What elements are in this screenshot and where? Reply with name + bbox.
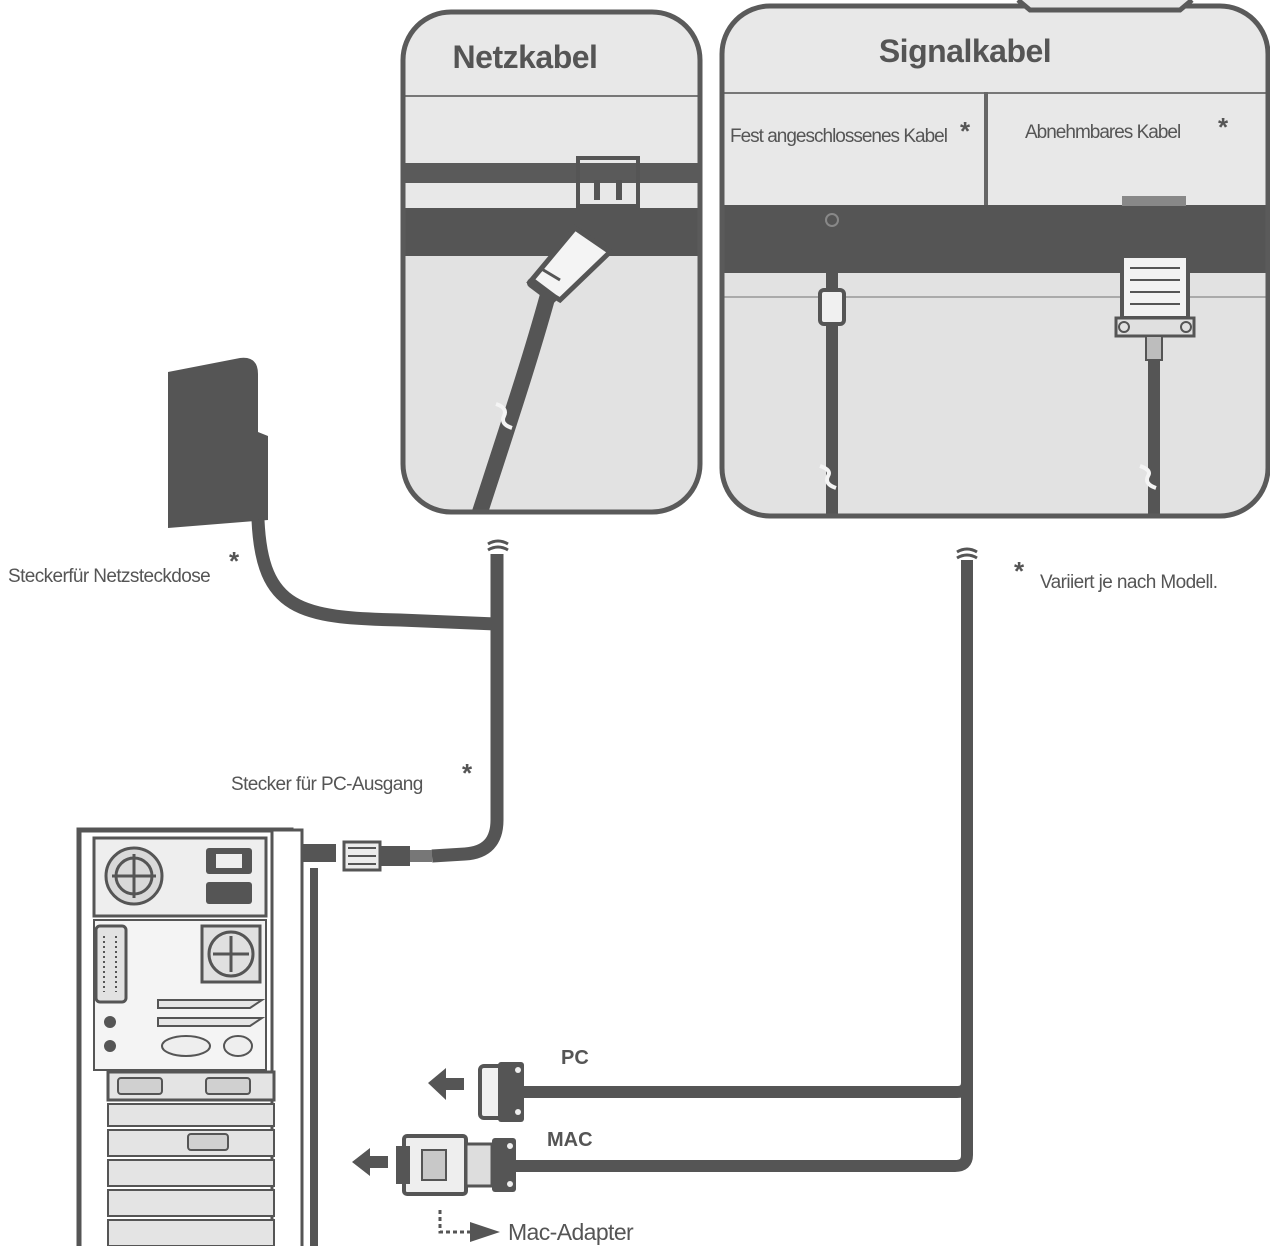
mac-adapter-label: Mac-Adapter: [508, 1219, 634, 1245]
power-switch-icon: [206, 882, 252, 904]
power-socket-icon: [576, 156, 640, 208]
fixed-signal-cable-icon: [818, 213, 846, 516]
detachable-cable-label: Abnehmbares Kabel: [1025, 122, 1180, 143]
monitor-band-top: [403, 163, 700, 183]
detachable-cable-asterisk: *: [1218, 112, 1229, 142]
pc-plug-asterisk: *: [462, 758, 473, 788]
power-cable-lower: [431, 554, 504, 863]
fixed-cable-label: Fest angeschlossenes Kabel: [730, 126, 947, 147]
signal-cable-panel: Signalkabel Fest angeschlossenes Kabel *…: [719, 0, 1270, 519]
mac-label: MAC: [547, 1129, 593, 1151]
serial-port-icon: [94, 924, 128, 1004]
power-cable-panel: Netzkabel: [400, 9, 703, 515]
mac-adapter-arrow-icon: [470, 1222, 500, 1242]
power-adapter: [168, 357, 497, 631]
wall-plug-asterisk: *: [229, 546, 240, 576]
power-plug-icon: [526, 224, 614, 304]
vga-port-icon: [205, 1077, 251, 1095]
vga-port-icon: [117, 1077, 163, 1095]
pc-arrow-icon: [428, 1068, 464, 1100]
mac-signal-cable: [510, 1082, 973, 1172]
pc-plug-label: Stecker für PC-Ausgang: [231, 774, 423, 795]
mac-adapter-icon: [396, 1134, 516, 1196]
detachable-signal-cable-icon: [1114, 196, 1196, 516]
fixed-cable-asterisk: *: [960, 116, 971, 146]
pc-power-plug-icon: [342, 840, 432, 872]
mac-adapter-pointer: [438, 1210, 476, 1234]
power-panel-title: Netzkabel: [453, 39, 598, 75]
pc-label: PC: [561, 1047, 589, 1069]
pc-tower: [76, 827, 318, 1251]
wall-plug-icon: [168, 357, 268, 528]
pc-signal-cable: [510, 560, 973, 1098]
wall-plug-label: Steckerfür Netzsteckdose: [8, 566, 210, 587]
pc-vga-connector-icon: [478, 1062, 524, 1122]
monitor-band: [403, 208, 700, 256]
mac-arrow-icon: [352, 1148, 388, 1176]
note-asterisk: *: [1014, 556, 1025, 586]
power-cable: [472, 287, 556, 512]
model-note-label: Variiert je nach Modell.: [1040, 572, 1217, 593]
signal-panel-title: Signalkabel: [879, 33, 1051, 69]
